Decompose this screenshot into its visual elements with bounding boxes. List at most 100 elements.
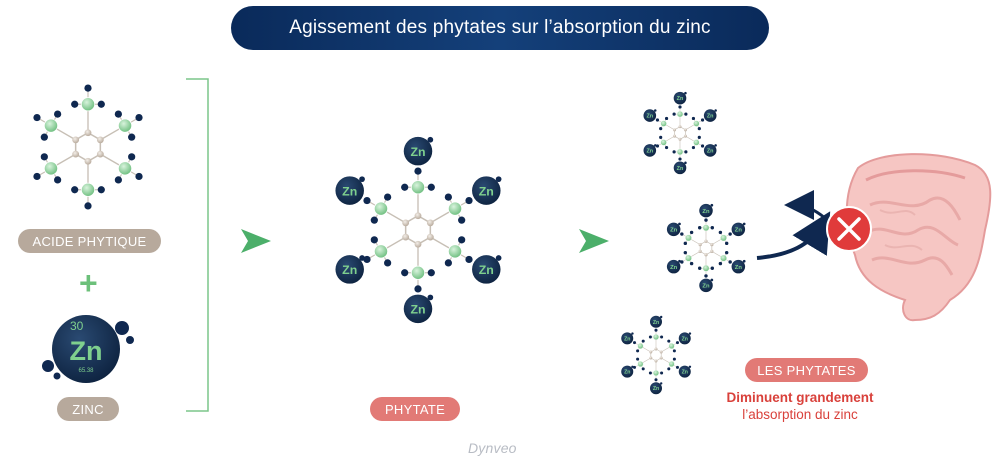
carbon-atom	[426, 219, 434, 227]
phosphorus-atom	[447, 244, 463, 259]
oxygen-atom	[135, 172, 143, 181]
carbon-atom	[96, 136, 104, 144]
zinc-ion-label: Zn	[410, 145, 425, 159]
oxygen-atom	[33, 113, 41, 122]
oxygen-atom	[660, 371, 664, 375]
oxygen-atom	[641, 339, 645, 343]
zinc-ion-label: Zn	[735, 228, 743, 234]
zinc-ion-label: Zn	[342, 184, 357, 198]
carbon-atom	[710, 249, 714, 253]
carbon-atom	[678, 137, 682, 141]
plus-sign: +	[79, 265, 98, 301]
zinc-ion-label: Zn	[670, 228, 678, 234]
oxygen-atom	[71, 100, 79, 108]
zinc-bubble	[714, 109, 717, 112]
phytic-acid-molecule	[33, 84, 143, 210]
oxygen-atom	[660, 335, 664, 339]
oxygen-atom	[370, 236, 378, 244]
oxygen-atom	[633, 341, 637, 345]
zinc-bubble	[427, 136, 434, 143]
oxygen-atom	[384, 259, 392, 267]
zinc-ion	[335, 255, 364, 284]
oxygen-atom	[654, 378, 658, 382]
zinc-ion	[650, 315, 662, 328]
zinc-ion-label: Zn	[410, 303, 425, 317]
phosphorus-atom	[653, 334, 659, 340]
brand-logo: Dynveo	[468, 440, 517, 456]
zinc-ion-label: Zn	[646, 114, 653, 120]
phosphorus-atom	[668, 343, 675, 349]
zinc-bubble	[631, 332, 634, 335]
zinc-bubble	[427, 294, 434, 301]
zinc-bubble	[684, 91, 687, 95]
oxygen-atom	[114, 176, 122, 184]
zinc-bubble	[654, 109, 657, 112]
zinc-ion	[472, 255, 501, 284]
label-phytate: PHYTATE	[370, 397, 460, 421]
oxygen-atom	[458, 216, 466, 224]
zinc-ion	[703, 144, 717, 157]
oxygen-atom	[689, 261, 694, 266]
zinc-ion	[678, 365, 691, 378]
oxygen-atom	[427, 269, 435, 277]
oxygen-atom	[678, 105, 682, 109]
carbon-atom	[659, 350, 663, 354]
oxygen-atom	[691, 116, 696, 121]
oxygen-atom	[40, 153, 48, 161]
oxygen-atom	[84, 202, 92, 210]
oxygen-atom	[636, 357, 640, 361]
zinc-ion-label: Zn	[624, 336, 630, 342]
zinc-bubble	[688, 332, 692, 335]
phosphorus-atom	[660, 139, 667, 146]
carbon-atom	[96, 150, 104, 158]
zinc-bubble	[359, 176, 365, 183]
carbon-atom	[72, 136, 80, 144]
zinc-ion	[403, 294, 433, 324]
oxygen-atom	[40, 133, 48, 141]
zinc-bubble	[710, 203, 714, 207]
zinc-bubble	[359, 255, 365, 261]
oxygen-atom	[128, 133, 136, 141]
zinc-ion-label: Zn	[646, 149, 653, 155]
label-les-phytates: LES PHYTATES	[745, 358, 868, 382]
oxygen-atom	[718, 261, 723, 266]
oxygen-atom	[444, 259, 452, 267]
zinc-ion-label: Zn	[677, 166, 684, 172]
oxygen-atom	[427, 183, 435, 191]
oxygen-atom	[655, 144, 660, 148]
oxygen-atom	[700, 118, 705, 122]
zinc-bubble	[654, 144, 657, 147]
carbon-atom	[654, 359, 658, 363]
oxygen-atom	[655, 118, 660, 122]
phosphorus-atom	[410, 265, 426, 280]
oxygen-atom	[697, 226, 702, 230]
oxygen-atom	[414, 285, 422, 293]
curved-arrow-icon	[784, 190, 826, 221]
oxygen-atom	[458, 236, 466, 244]
zinc-ion	[472, 176, 501, 205]
oxygen-atom	[641, 367, 645, 371]
zinc-bubble	[742, 222, 746, 226]
zinc-ion	[731, 222, 746, 237]
phosphorus-atom	[373, 201, 389, 216]
oxygen-atom	[84, 84, 92, 92]
oxygen-atom	[135, 113, 143, 122]
oxygen-atom	[697, 127, 701, 131]
carbon-atom	[678, 125, 682, 129]
oxygen-atom	[728, 232, 732, 236]
oxygen-atom	[370, 216, 378, 224]
carbon-atom	[402, 233, 410, 241]
zinc-ion	[335, 176, 364, 205]
carbon-atom	[402, 219, 410, 227]
zinc-atomic-number: 30	[70, 319, 84, 333]
oxygen-atom	[401, 269, 409, 277]
oxygen-atom	[54, 176, 62, 184]
carbon-atom	[72, 150, 80, 158]
oxygen-atom	[114, 110, 122, 118]
carbon-atom	[649, 350, 653, 354]
carbon-atom	[426, 233, 434, 241]
oxygen-atom	[444, 193, 452, 201]
zinc-ion	[731, 259, 746, 274]
zinc-ion-label: Zn	[702, 284, 710, 290]
zinc-ion-label: Zn	[342, 263, 357, 277]
